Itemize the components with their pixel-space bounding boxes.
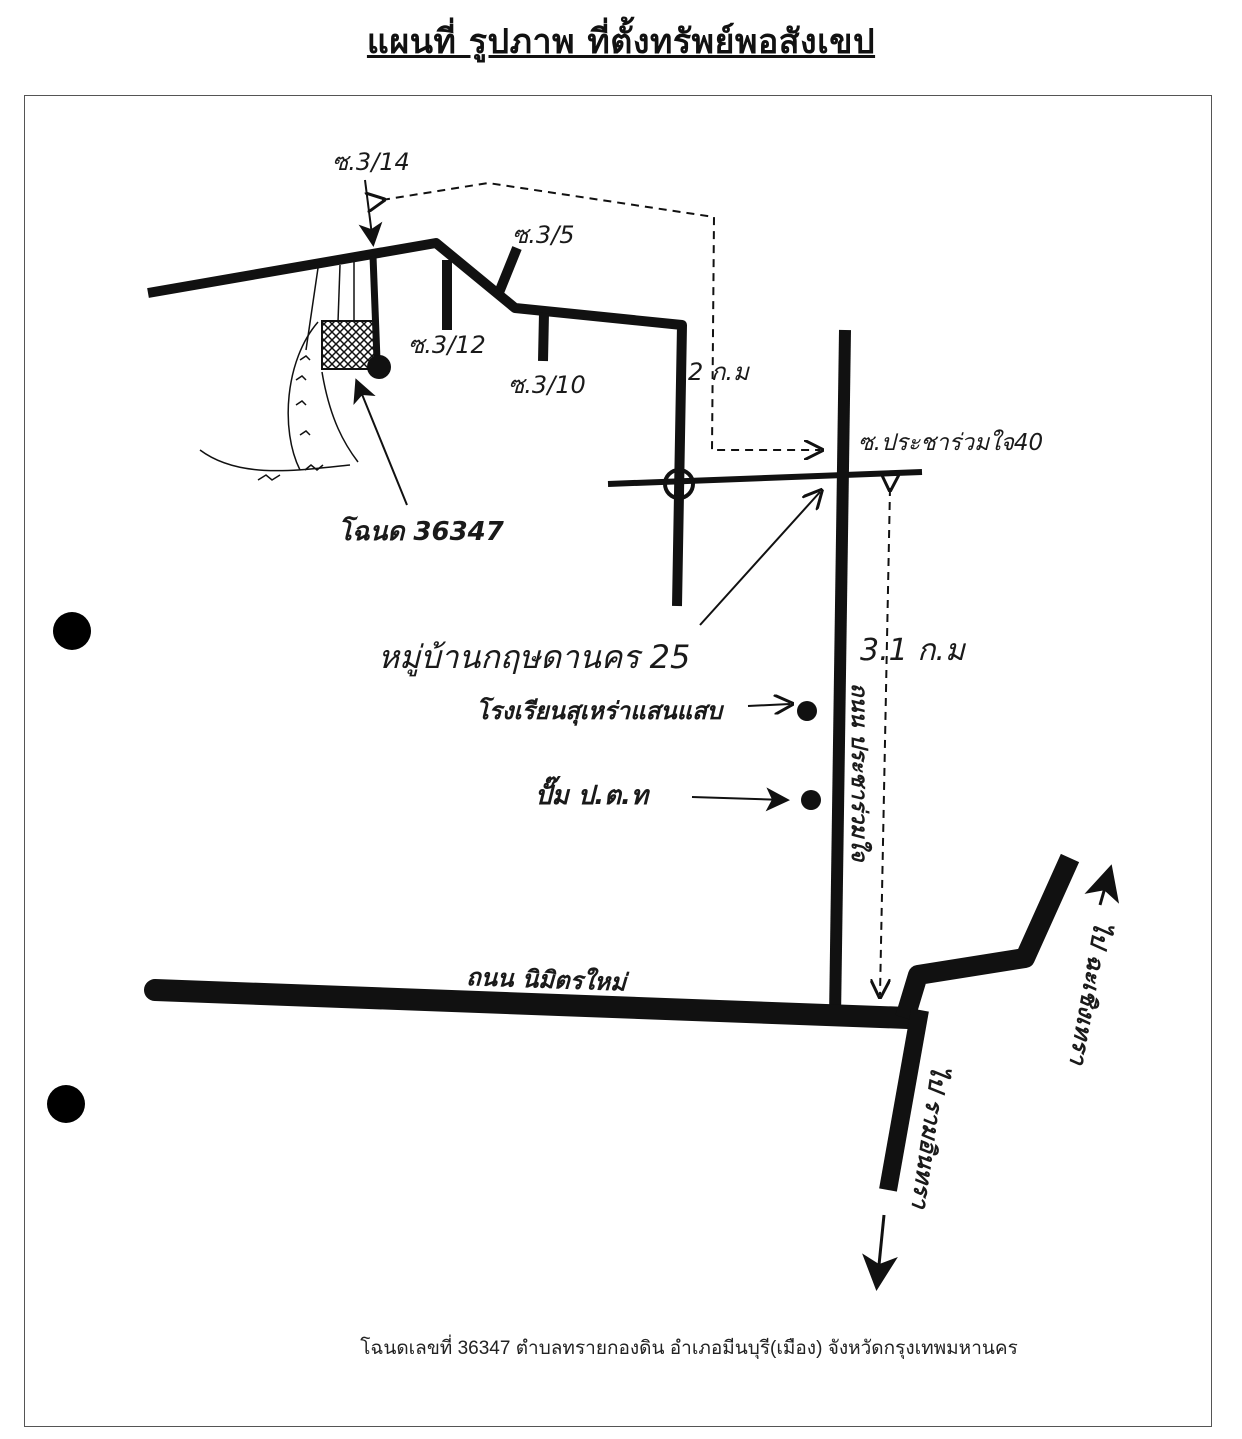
label-distance-3-1km: 3.1 ก.ม — [860, 633, 967, 668]
ramintra-arrow — [862, 1214, 898, 1291]
label-school: โรงเรียนสุเหร่าแสนแสบ — [476, 696, 725, 726]
deed-arrow — [353, 378, 408, 506]
label-soi-pracharuamjai-40: ซ.ประชาร่วมใจ40 — [858, 429, 1043, 456]
canal-outline — [199, 321, 359, 472]
label-soi-3-12: ซ.3/12 — [408, 331, 486, 359]
chachoengsao-road — [895, 853, 1080, 1021]
page-title: แผนที่ รูปภาพ ที่ตั้งทรัพย์พอสังเขป — [366, 22, 876, 62]
label-soi-3-10: ซ.3/10 — [508, 371, 586, 399]
gas-station-arrow — [691, 787, 790, 812]
map-frame — [24, 95, 1212, 1427]
plot-line — [337, 264, 341, 323]
chachoengsao-arrow — [1084, 864, 1120, 906]
soi-3-5-branch — [493, 246, 522, 297]
soi-3-14-arrow — [358, 179, 383, 247]
upper-soi-road — [147, 238, 687, 607]
ramintra-road — [879, 1008, 929, 1192]
label-deed-36347: โฉนด 36347 — [338, 515, 505, 547]
junction-dot — [675, 480, 683, 488]
label-gas-station: ปั๊ม ป.ต.ท — [535, 776, 651, 811]
label-road-pracharuamjai: ถนน ประชาร่วมใจ — [846, 683, 873, 863]
gas-station-marker — [801, 790, 821, 810]
label-soi-3-14: ซ.3/14 — [332, 148, 410, 176]
punch-hole-top — [53, 612, 91, 650]
punch-hole-bottom — [47, 1085, 85, 1123]
label-soi-3-5: ซ.3/5 — [512, 221, 575, 249]
junction-circle — [663, 468, 695, 500]
plot-line — [305, 267, 319, 351]
village-arrow — [699, 492, 820, 626]
soi-3-10-branch — [538, 312, 549, 362]
property-plot — [321, 320, 376, 370]
label-distance-2km: 2 ก.ม — [688, 358, 750, 386]
school-arrow — [747, 704, 790, 706]
label-road-nimitmai: ถนน นิมิตรใหม่ — [466, 963, 631, 997]
property-marker — [367, 355, 391, 379]
label-to-chachoengsao: ไป ฉะเชิงเทรา — [1064, 919, 1117, 1068]
water-marks — [257, 355, 324, 481]
nimitmai-road — [144, 979, 919, 1029]
school-marker — [797, 701, 817, 721]
distance-3-1km-line — [880, 488, 890, 995]
pracharuamjai-road — [829, 329, 851, 1019]
dashed-route — [382, 181, 820, 450]
label-village: หมู่บ้านกฤษดานคร 25 — [378, 638, 690, 677]
deed-caption: โฉนดเลขที่ 36347 ตำบลทรายกองดิน อำเภอมีน… — [360, 1338, 1018, 1359]
soi-pracharuamjai-40-road — [607, 469, 923, 487]
